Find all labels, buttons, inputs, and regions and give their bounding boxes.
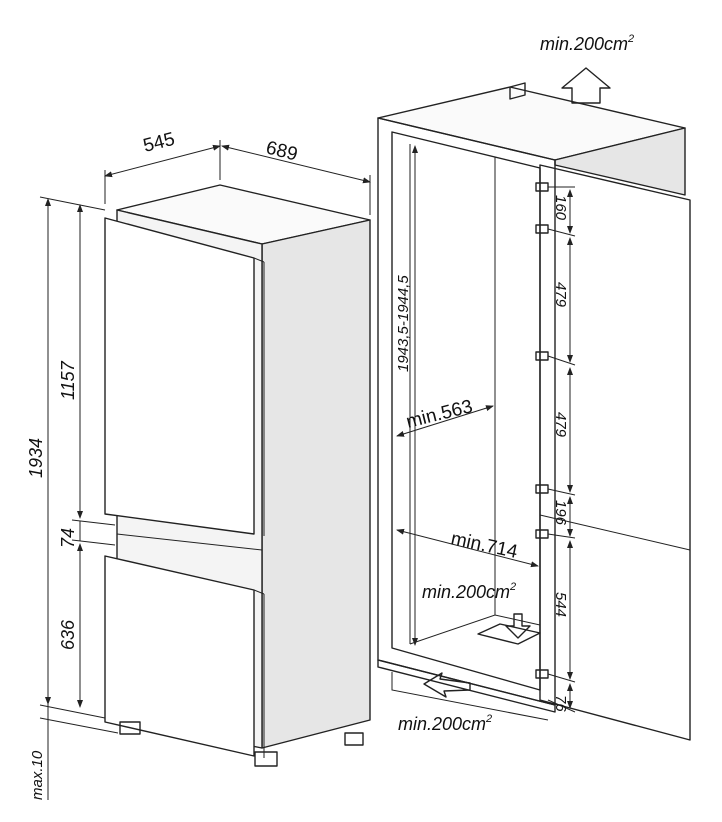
hinge-3 — [535, 351, 549, 361]
label-hinge-1: 160 — [552, 195, 569, 221]
label-feet: max.10 — [29, 750, 46, 800]
bottom-vent-slot — [477, 623, 541, 645]
dimension-niche-depth: min.563 — [396, 396, 494, 437]
niche-cabinet — [377, 82, 686, 721]
down-arrow-icon — [505, 613, 531, 639]
dimension-feet: max.10 — [29, 704, 119, 800]
dimension-height-lower: 636 — [58, 543, 83, 708]
up-arrow-icon — [561, 67, 611, 104]
label-depth: 689 — [264, 137, 300, 165]
label-hinge-5: 544 — [552, 592, 569, 617]
label-height-total: 1934 — [26, 438, 46, 478]
vent-bottom: min.200cm2 — [398, 672, 492, 734]
label-gap: 74 — [58, 528, 78, 548]
lower-door — [104, 555, 255, 757]
hinge-4 — [535, 484, 549, 494]
foot-front-left — [119, 721, 141, 735]
hinge-dimension-chain: 160 479 479 196 544 76 — [547, 186, 576, 713]
label-hinge-4: 196 — [552, 500, 569, 526]
label-hinge-3: 479 — [552, 412, 569, 438]
hinge-5 — [535, 529, 549, 539]
vent-top: min.200cm2 — [540, 33, 634, 104]
label-niche-height: 1943,5-1944,5 — [395, 275, 412, 372]
label-height-lower: 636 — [58, 619, 78, 650]
dimension-width: 545 — [104, 129, 221, 204]
dimension-height-upper: 1157 — [58, 204, 83, 519]
label-niche-width: min.714 — [449, 528, 520, 563]
dimension-gap: 74 — [58, 519, 116, 548]
dimension-niche-height: 1943,5-1944,5 — [395, 145, 418, 646]
vent-middle: min.200cm2 — [422, 581, 531, 639]
label-width: 545 — [141, 129, 177, 157]
fridge-body — [104, 184, 371, 767]
label-vent-top: min.200cm2 — [540, 33, 634, 54]
cabinet-door-panel — [535, 164, 691, 741]
upper-door — [104, 217, 255, 535]
left-arrow-icon — [423, 672, 471, 698]
label-vent-bottom: min.200cm2 — [398, 713, 492, 734]
foot-back-right — [344, 732, 364, 746]
hinge-2 — [535, 224, 549, 234]
label-hinge-6: 76 — [552, 695, 569, 712]
label-hinge-2: 479 — [552, 282, 569, 308]
dimension-niche-width: min.714 — [396, 528, 539, 568]
label-height-upper: 1157 — [58, 360, 78, 400]
dimension-height-total: 1934 — [26, 196, 106, 719]
hinge-6 — [535, 669, 549, 679]
label-vent-middle: min.200cm2 — [422, 581, 516, 602]
hinge-1 — [535, 182, 549, 192]
foot-front-right — [254, 751, 278, 767]
